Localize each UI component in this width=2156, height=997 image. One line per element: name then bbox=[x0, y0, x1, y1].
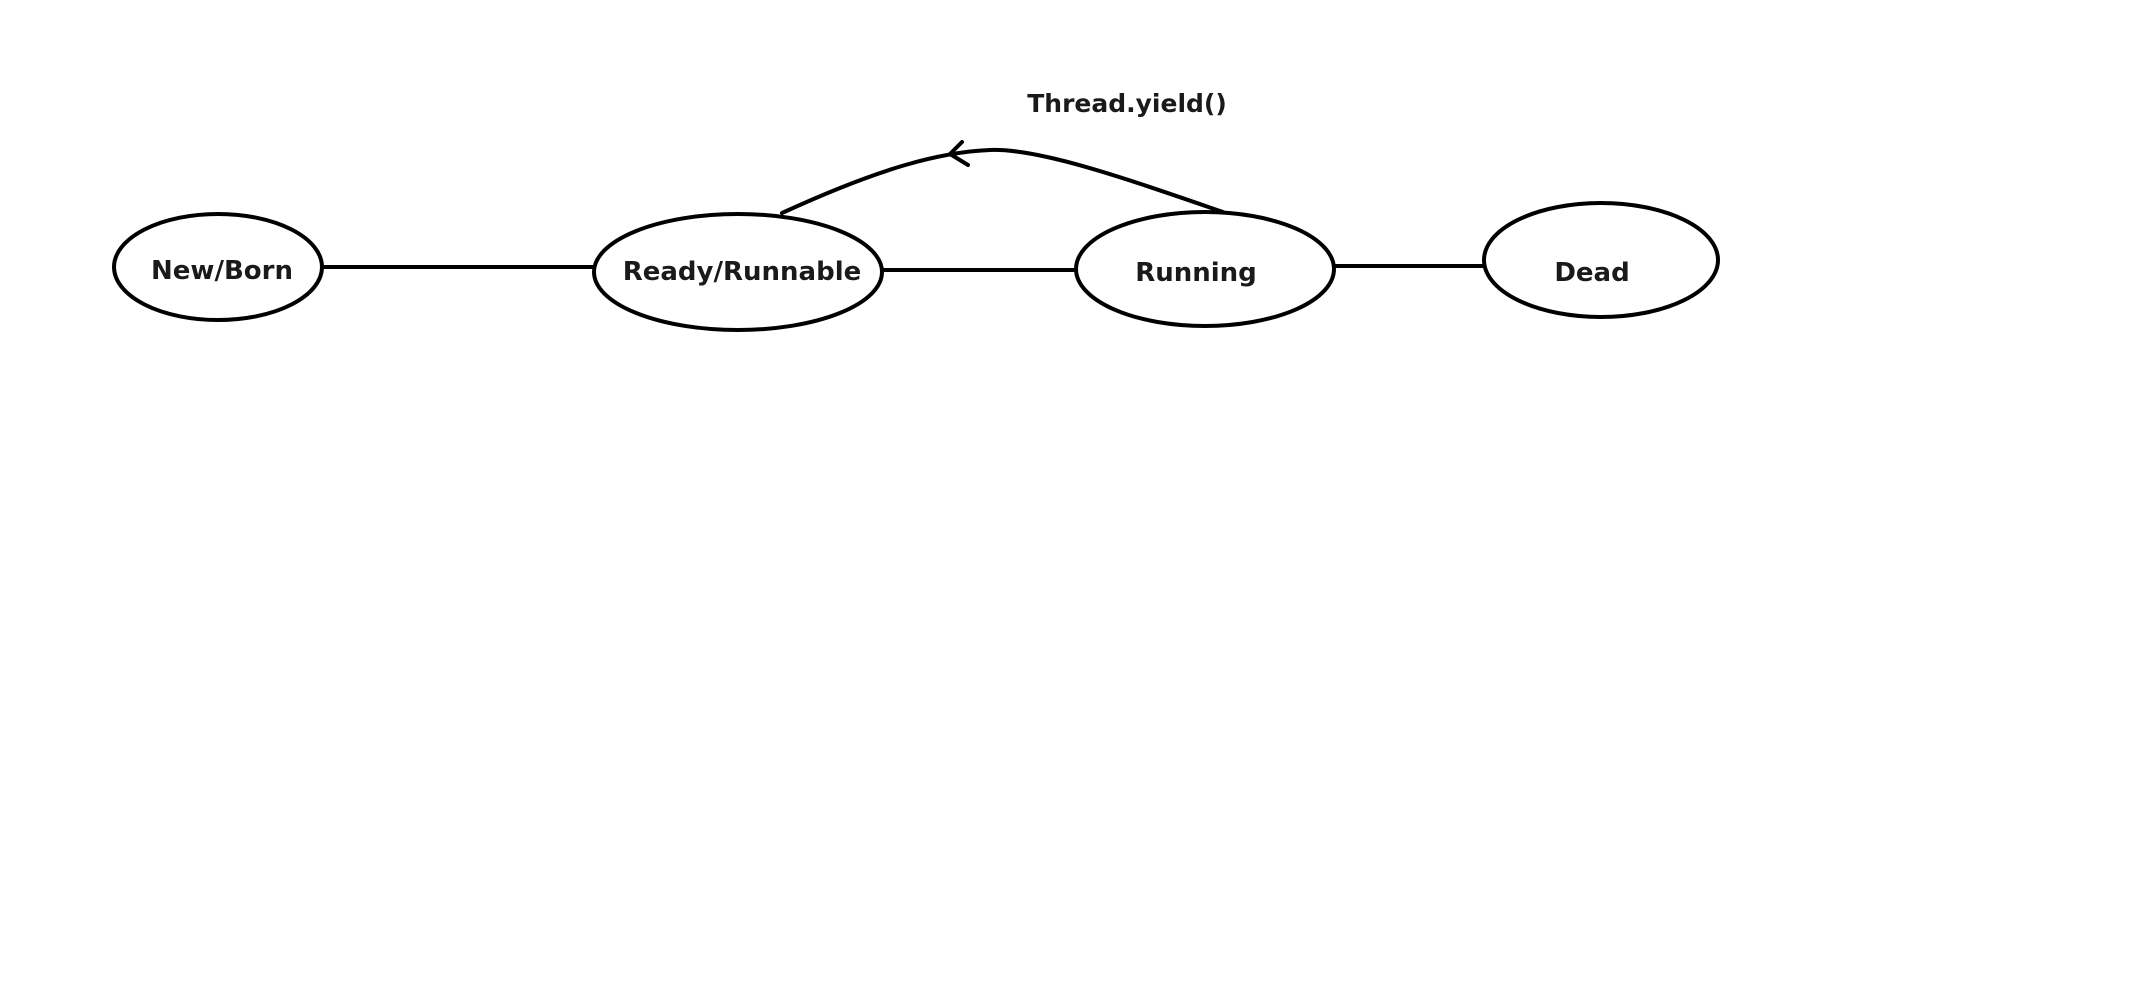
state-ready-runnable bbox=[592, 212, 884, 332]
state-label-new-born: New/Born bbox=[151, 256, 293, 286]
state-running bbox=[1074, 210, 1336, 328]
yield-arrowhead bbox=[946, 140, 970, 167]
state-label-dead: Dead bbox=[1554, 258, 1629, 288]
state-dead bbox=[1482, 201, 1720, 319]
state-label-running: Running bbox=[1135, 258, 1257, 288]
edge-label-yield: Thread.yield() bbox=[1027, 89, 1227, 118]
state-new-born bbox=[112, 212, 324, 322]
edge-yield-curve bbox=[780, 147, 1225, 215]
state-label-ready-runnable: Ready/Runnable bbox=[623, 257, 862, 287]
